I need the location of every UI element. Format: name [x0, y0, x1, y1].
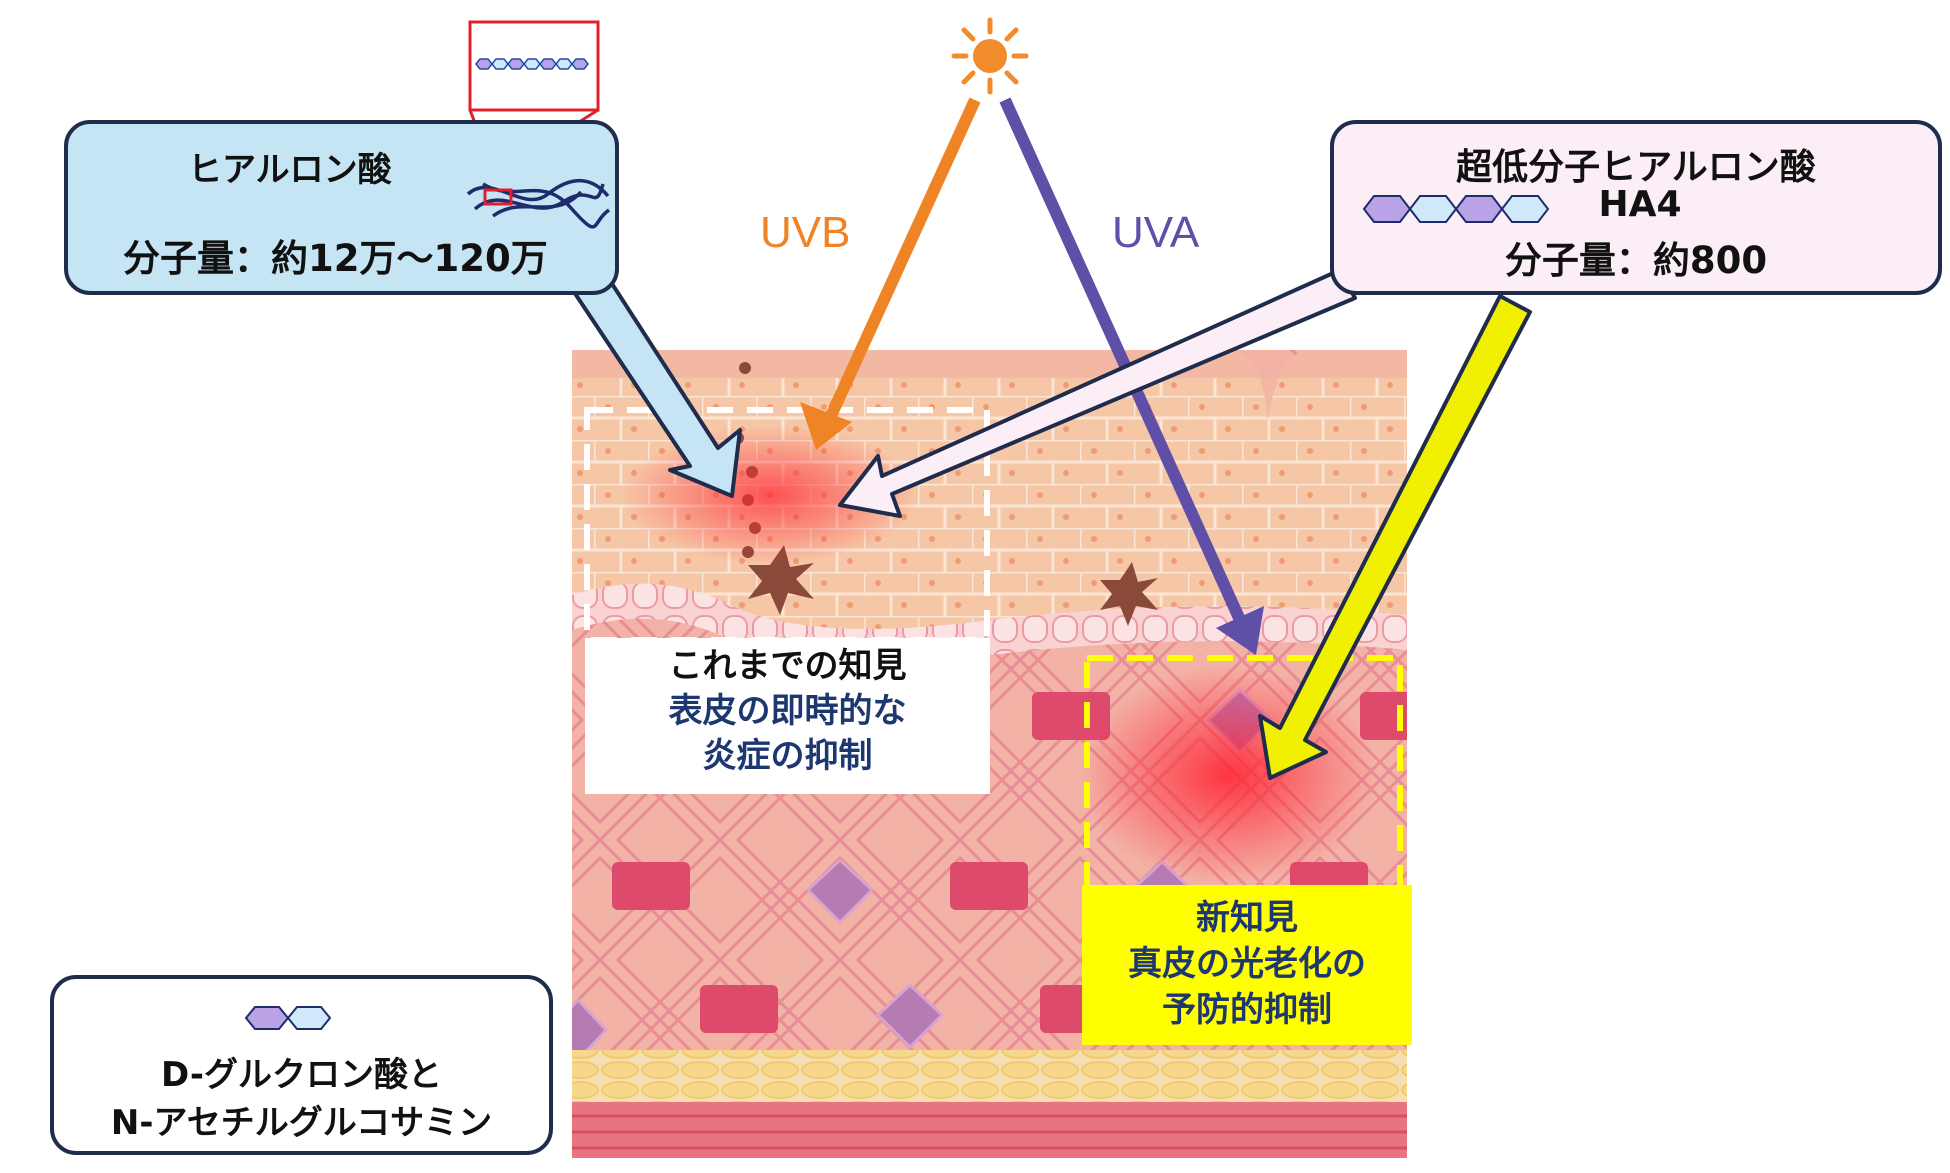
known-findings-heading: これまでの知見	[668, 646, 907, 686]
ha4-molecular-weight: 分子量：約800	[1504, 239, 1768, 282]
stratum-corneum	[572, 350, 1407, 420]
known-findings-box: これまでの知見 表皮の即時的な 炎症の抑制	[585, 638, 990, 794]
ha4-title: 超低分子ヒアルロン酸	[1456, 147, 1816, 188]
known-findings-line1: 表皮の即時的な	[668, 691, 907, 731]
tangled-strand-icon	[466, 178, 611, 229]
muscle-layer	[572, 1102, 1407, 1158]
ha4-epidermis-arrow	[838, 268, 1357, 518]
known-findings-line2: 炎症の抑制	[702, 736, 873, 776]
new-findings-box: 新知見 真皮の光老化の 予防的抑制	[1082, 885, 1412, 1045]
ha-arrow	[568, 260, 742, 498]
new-findings-line2: 予防的抑制	[1162, 990, 1332, 1030]
ha-title: ヒアルロン酸	[188, 150, 392, 190]
hexagon-chain-icon	[1362, 195, 1550, 223]
ha4-name: HA4	[1598, 184, 1682, 225]
hyaluronic-acid-box: ヒアルロン酸 分子量：約12万～120万	[64, 120, 619, 295]
legend-line2: N-アセチルグルコサミン	[110, 1103, 493, 1143]
disaccharide-legend-box: D-グルクロン酸と N-アセチルグルコサミン	[50, 975, 553, 1155]
uvb-label: UVB	[760, 208, 851, 257]
ha4-dermis-arrow	[1258, 294, 1532, 780]
uvb-arrow	[824, 97, 981, 421]
ha-molecular-weight: 分子量：約12万～120万	[123, 237, 548, 280]
uva-label: UVA	[1112, 208, 1200, 257]
disaccharide-icon	[244, 1006, 332, 1030]
legend-line1: D-グルクロン酸と	[161, 1055, 442, 1095]
uvb-arrowhead	[800, 402, 852, 450]
zoom-chain-icon	[475, 58, 589, 70]
subcutaneous-fat	[572, 1050, 1407, 1102]
uva-arrow	[999, 97, 1246, 623]
new-findings-heading: 新知見	[1196, 898, 1298, 938]
uva-arrowhead	[1216, 606, 1264, 655]
dermis-inflammation-glow	[1078, 665, 1378, 885]
new-findings-line1: 真皮の光老化の	[1128, 944, 1366, 984]
sun-icon	[951, 17, 1029, 95]
ha4-box: 超低分子ヒアルロン酸 HA4 分子量：約800	[1330, 120, 1942, 295]
known-findings-frame	[584, 407, 990, 643]
